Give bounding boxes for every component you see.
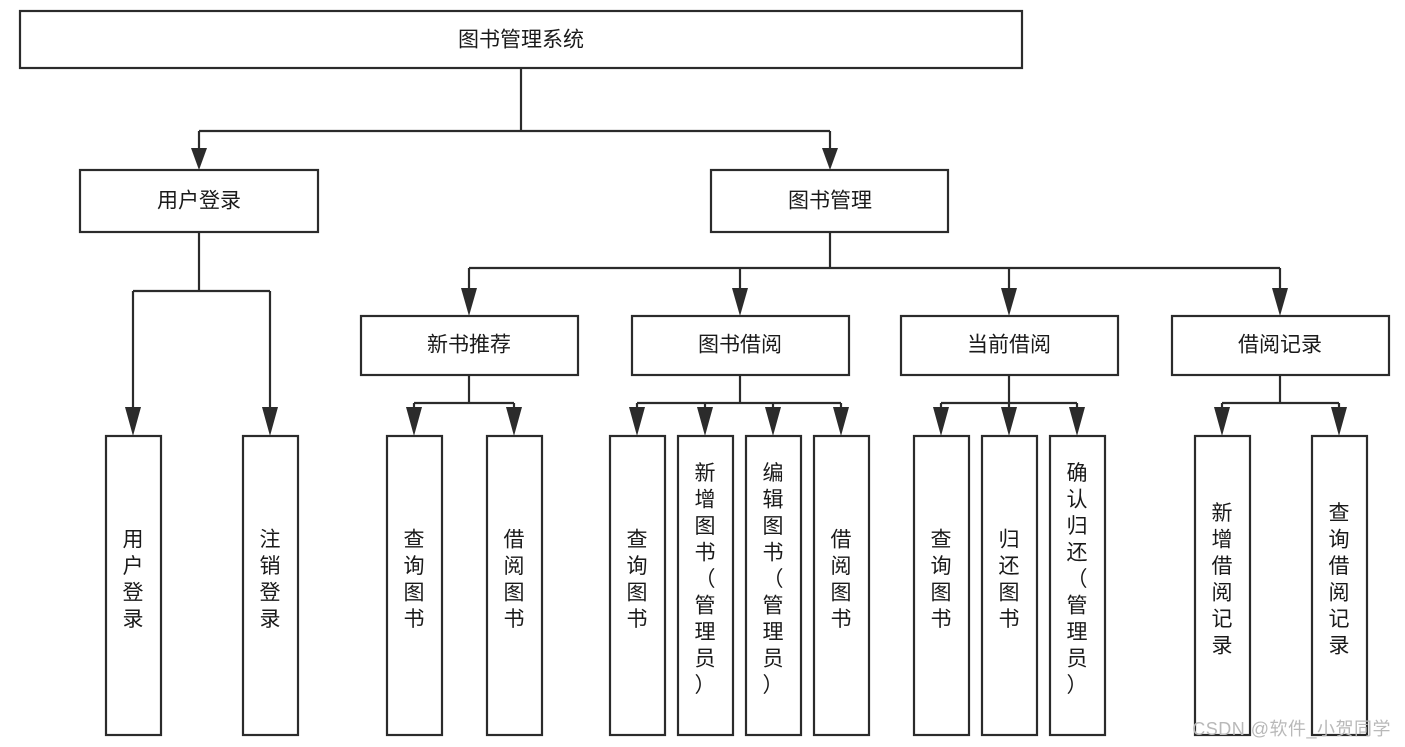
node-leaf-add-record-box[interactable]: [1193, 434, 1252, 737]
arrow-head-leaf-return-book: [1001, 407, 1017, 436]
node-leaf-query-book-1-box[interactable]: [385, 434, 444, 737]
node-leaf-query-book-1[interactable]: 查询图书: [385, 434, 444, 737]
node-leaf-return-book-label: 归还图书: [999, 528, 1020, 631]
node-leaf-user-logout-box[interactable]: [241, 434, 300, 737]
node-leaf-edit-book[interactable]: 编辑图书（管理员）: [744, 434, 803, 737]
node-book-management-box[interactable]: [709, 168, 950, 234]
node-book-borrow-label: 图书借阅: [698, 334, 782, 357]
node-leaf-query-record[interactable]: 查询借阅记录: [1310, 434, 1369, 737]
node-leaf-query-book-1-label: 查询图书: [404, 528, 425, 631]
arrow-head-user-login: [191, 148, 207, 170]
node-user-login-label: 用户登录: [157, 190, 241, 213]
node-leaf-borrow-book-1-box[interactable]: [485, 434, 544, 737]
node-leaf-add-book-box[interactable]: [676, 434, 735, 737]
arrow-head-current-borrow: [1001, 288, 1017, 316]
node-leaf-add-book[interactable]: 新增图书（管理员）: [676, 434, 735, 737]
arrow-head-borrow-record: [1272, 288, 1288, 316]
node-borrow-record[interactable]: 借阅记录: [1170, 314, 1391, 377]
node-current-borrow-label: 当前借阅: [967, 334, 1051, 357]
node-leaf-user-login-box[interactable]: [104, 434, 163, 737]
node-borrow-record-label: 借阅记录: [1238, 334, 1322, 357]
node-leaf-query-book-3[interactable]: 查询图书: [912, 434, 971, 737]
node-root[interactable]: 图书管理系统: [18, 9, 1024, 70]
node-leaf-add-record-label: 新增借阅记录: [1212, 502, 1233, 658]
node-new-book-recommend-label: 新书推荐: [427, 334, 511, 357]
node-leaf-user-login-label: 用户登录: [123, 528, 144, 631]
node-leaf-query-book-2[interactable]: 查询图书: [608, 434, 667, 737]
node-leaf-query-record-label: 查询借阅记录: [1329, 502, 1350, 658]
node-leaf-query-book-3-box[interactable]: [912, 434, 971, 737]
node-leaf-query-record-box[interactable]: [1310, 434, 1369, 737]
node-leaf-borrow-book-2-label: 借阅图书: [831, 528, 852, 631]
node-leaf-add-record[interactable]: 新增借阅记录: [1193, 434, 1252, 737]
node-root-box[interactable]: [18, 9, 1024, 70]
node-leaf-edit-book-label: 编辑图书（管理员）: [763, 462, 784, 697]
connector-layer: [125, 68, 1347, 436]
node-leaf-query-book-3-label: 查询图书: [931, 528, 952, 631]
node-leaf-return-book-box[interactable]: [980, 434, 1039, 737]
node-leaf-user-logout-label: 注销登录: [260, 528, 281, 631]
node-current-borrow[interactable]: 当前借阅: [899, 314, 1120, 377]
arrow-head-book-management: [822, 148, 838, 170]
arrow-head-leaf-user-logout: [262, 407, 278, 436]
node-borrow-record-box[interactable]: [1170, 314, 1391, 377]
arrow-head-leaf-add-record: [1214, 407, 1230, 436]
arrow-head-new-book-recommend: [461, 288, 477, 316]
arrow-head-leaf-query-book-1: [406, 407, 422, 436]
arrow-head-leaf-borrow-book-2: [833, 407, 849, 436]
node-book-borrow-box[interactable]: [630, 314, 851, 377]
node-leaf-borrow-book-2-box[interactable]: [812, 434, 871, 737]
node-leaf-query-book-2-label: 查询图书: [627, 528, 648, 631]
arrow-head-leaf-query-record: [1331, 407, 1347, 436]
node-leaf-confirm-return-label: 确认归还（管理员）: [1067, 462, 1088, 697]
node-leaf-edit-book-box[interactable]: [744, 434, 803, 737]
node-root-label: 图书管理系统: [458, 29, 584, 52]
node-book-management[interactable]: 图书管理: [709, 168, 950, 234]
node-book-management-label: 图书管理: [788, 190, 872, 213]
node-leaf-user-logout[interactable]: 注销登录: [241, 434, 300, 737]
node-leaf-confirm-return-box[interactable]: [1048, 434, 1107, 737]
node-leaf-return-book[interactable]: 归还图书: [980, 434, 1039, 737]
node-leaf-query-book-2-box[interactable]: [608, 434, 667, 737]
node-leaf-confirm-return[interactable]: 确认归还（管理员）: [1048, 434, 1107, 737]
node-leaf-borrow-book-1[interactable]: 借阅图书: [485, 434, 544, 737]
arrow-head-leaf-borrow-book-1: [506, 407, 522, 436]
node-leaf-user-login[interactable]: 用户登录: [104, 434, 163, 737]
arrow-head-leaf-query-book-3: [933, 407, 949, 436]
node-new-book-recommend-box[interactable]: [359, 314, 580, 377]
arrow-head-leaf-edit-book: [765, 407, 781, 436]
arrow-head-leaf-add-book: [697, 407, 713, 436]
node-leaf-add-book-label: 新增图书（管理员）: [695, 462, 716, 697]
node-user-login-box[interactable]: [78, 168, 320, 234]
node-current-borrow-box[interactable]: [899, 314, 1120, 377]
node-leaf-borrow-book-1-label: 借阅图书: [504, 528, 525, 631]
node-leaf-borrow-book-2[interactable]: 借阅图书: [812, 434, 871, 737]
arrow-head-leaf-confirm-return: [1069, 407, 1085, 436]
arrow-head-leaf-user-login: [125, 407, 141, 436]
csdn-watermark: CSDN @软件_小贺同学: [1192, 719, 1391, 739]
arrow-head-book-borrow: [732, 288, 748, 316]
node-book-borrow[interactable]: 图书借阅: [630, 314, 851, 377]
node-user-login[interactable]: 用户登录: [78, 168, 320, 234]
arrow-head-leaf-query-book-2: [629, 407, 645, 436]
node-new-book-recommend[interactable]: 新书推荐: [359, 314, 580, 377]
